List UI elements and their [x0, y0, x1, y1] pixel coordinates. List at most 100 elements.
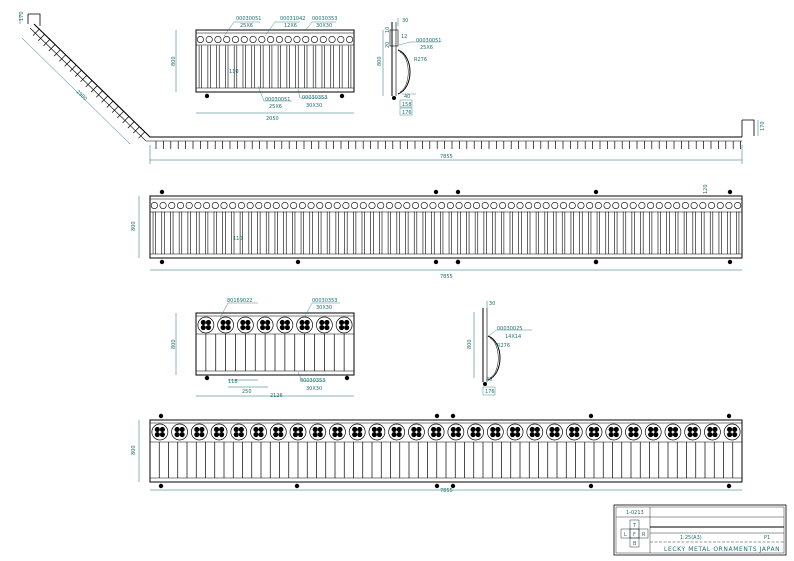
picket-ring [638, 202, 646, 210]
picket-ring [385, 202, 393, 210]
rosette-petal [509, 431, 516, 438]
picket-ring [438, 202, 446, 210]
rosette-petal [727, 426, 733, 433]
plan-diagonal-pickets [32, 28, 145, 139]
rosette-petal [648, 426, 654, 433]
post-finial [450, 413, 456, 419]
post-finial [434, 413, 440, 419]
post-foot [455, 259, 461, 265]
rosette-petal [199, 431, 205, 438]
picket-ring [342, 202, 350, 210]
picket-ring [499, 202, 507, 210]
rosette-petal [574, 431, 580, 438]
rosette [684, 423, 702, 441]
rosette-petal [554, 426, 560, 433]
rosette [171, 423, 188, 441]
rosette-petal [324, 319, 330, 326]
rosette-petal [225, 324, 231, 331]
picket-ring [255, 202, 263, 210]
rosette-petal [245, 319, 251, 326]
rosette-petal [692, 426, 698, 433]
rosette-petal [240, 319, 246, 326]
rosette [197, 316, 215, 334]
rosette-petal [727, 431, 733, 438]
picket-ring [594, 202, 602, 210]
section2-radius: R276 [497, 343, 510, 349]
rosette-petal [317, 431, 323, 438]
rosette-petal [245, 324, 251, 331]
section2-part: 00030025 [497, 326, 522, 332]
picket-ring [734, 202, 742, 210]
picket-ring [603, 202, 611, 210]
panel2-part-bot: 00030353 [300, 378, 325, 384]
plan-diagonal-dim: 2980 [75, 89, 88, 102]
picket-ring [655, 202, 663, 210]
rosette [190, 423, 208, 441]
picket-ring [446, 202, 454, 210]
picket-ring [577, 202, 585, 210]
post-foot [158, 483, 164, 489]
picket-ring [429, 202, 437, 210]
rosette [217, 316, 234, 334]
picket-ring [159, 202, 167, 210]
title-block: 1-0213 1:25(A3) P1 LECKY METAL ORNAMENTS… [613, 504, 787, 556]
rosette-petal [608, 431, 614, 438]
plan-picket [64, 59, 72, 67]
rosette-petal [574, 426, 580, 433]
rosette-petal [312, 426, 318, 433]
picket-ring [240, 35, 248, 43]
section1-d12: 12 [401, 34, 407, 40]
rosette-petal [260, 324, 266, 331]
rosette-petal [339, 324, 345, 331]
post-foot [727, 259, 733, 265]
post-finial [433, 189, 439, 195]
rosette-petal [219, 431, 225, 438]
rosette-petal [194, 431, 200, 438]
picket-ring [455, 202, 463, 210]
picket-ring [346, 35, 354, 43]
rosette-petal [344, 324, 350, 331]
picket-ring [214, 35, 222, 43]
rosette-petal [376, 431, 383, 438]
rosette-petal [653, 426, 659, 433]
rosette-petal [371, 426, 377, 433]
rosette-petal [352, 426, 358, 433]
picket-ring [229, 202, 237, 210]
picket-ring [203, 202, 211, 210]
panel1-part-top-right: 00030353 [312, 16, 337, 22]
section1-d40: 40 [404, 94, 410, 100]
rosette-petal [593, 431, 600, 438]
rosette-petal [238, 426, 244, 433]
rosette [289, 423, 307, 441]
panel2-d118: 118 [228, 379, 238, 385]
rosette-petal [509, 426, 516, 433]
picket-ring [298, 202, 306, 210]
rosette [427, 423, 445, 441]
post-finial [727, 189, 733, 195]
rosette-petal [159, 426, 165, 433]
panel1-front-view: 800 2050 110 00030051 25X6 00031042 12X6… [171, 16, 355, 122]
rosette-petal [475, 426, 481, 433]
rosette-petal [273, 426, 279, 433]
rosette-petal [628, 426, 634, 433]
section1-part: 00030051 [416, 38, 441, 44]
rosette [210, 423, 228, 441]
picket-ring [560, 202, 568, 210]
rosette [486, 423, 504, 441]
section1-d10: 10 [385, 27, 391, 33]
picket-ring [337, 35, 345, 43]
picket-ring [464, 202, 472, 210]
picket-ring [185, 202, 193, 210]
rosette-petal [391, 431, 397, 438]
rosette-petal [450, 426, 456, 433]
picket-ring [481, 202, 489, 210]
section2-curved-bracket [487, 335, 501, 381]
rosette [704, 423, 721, 441]
picket-ring [258, 35, 266, 43]
rosette-petal [554, 431, 560, 438]
rosette-petal [297, 431, 304, 438]
rosette-petal [253, 431, 259, 438]
rosette-petal [613, 426, 619, 433]
panel1-part-bot-left-size: 25X6 [269, 104, 282, 110]
panel1-part-bot-left: 00030051 [265, 97, 290, 103]
